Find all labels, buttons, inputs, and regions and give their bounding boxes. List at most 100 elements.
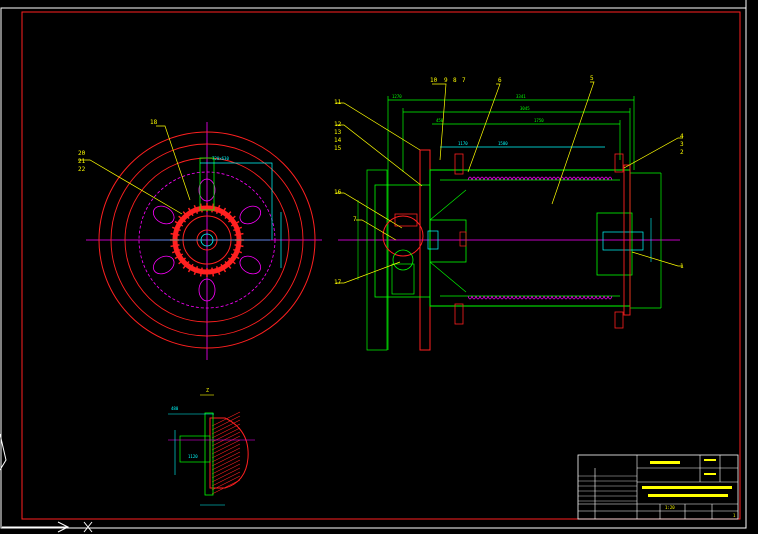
rope-groove xyxy=(559,295,565,300)
callout-13: 13 xyxy=(334,129,342,136)
leader-7b xyxy=(356,219,397,241)
rope-groove xyxy=(479,295,485,300)
end-view-dim-frame xyxy=(200,162,273,240)
leader-12-15 xyxy=(336,124,423,187)
rope-groove xyxy=(527,295,533,300)
rope-groove xyxy=(515,295,521,300)
rope-groove xyxy=(479,176,485,181)
hatch-line xyxy=(211,431,241,447)
callout-4: 4 xyxy=(680,133,684,140)
leader-10-7 xyxy=(432,83,447,161)
tb-cell-bar-2 xyxy=(704,473,716,475)
callout-21: 21 xyxy=(78,158,86,165)
section-view: 1270 3341 3045 1750 450 1580 1170 xyxy=(334,75,684,351)
tb-company-bar xyxy=(650,461,680,464)
callout-10: 10 xyxy=(430,77,438,84)
ucs-icon xyxy=(0,433,93,533)
rope-groove xyxy=(507,295,513,300)
callout-11: 11 xyxy=(334,99,342,106)
callout-22: 22 xyxy=(78,166,86,173)
inner-hub xyxy=(429,219,467,263)
detail-hatch-profile xyxy=(209,417,249,489)
callout-2: 2 xyxy=(680,149,684,156)
rope-groove xyxy=(575,295,581,300)
callout-9: 9 xyxy=(444,77,448,84)
sheet-border xyxy=(0,7,747,529)
hatch-line xyxy=(211,463,241,479)
rope-groove xyxy=(591,176,597,181)
shaft-stub-2 xyxy=(459,231,467,247)
end-view-keyway xyxy=(199,157,215,211)
rope-groove xyxy=(471,176,477,181)
hatch-line xyxy=(211,423,241,439)
hatch-line xyxy=(211,467,241,483)
inner-hub-diag-1 xyxy=(429,189,467,221)
rope-groove xyxy=(519,176,525,181)
left-outer-block xyxy=(366,169,388,351)
callout-7b: 7 xyxy=(353,216,357,223)
dim-top1-label: 1270 xyxy=(392,94,402,99)
rope-groove xyxy=(535,295,541,300)
rope-groove xyxy=(607,295,613,300)
ucs-mark-1 xyxy=(83,521,93,533)
right-flange xyxy=(623,164,631,316)
detail-dim-b: 1120 xyxy=(188,454,198,459)
inner-hub-diag-2 xyxy=(429,261,467,293)
rope-groove xyxy=(555,176,561,181)
callout-14: 14 xyxy=(334,137,342,144)
rope-groove xyxy=(567,295,573,300)
rope-groove xyxy=(483,295,489,300)
rope-groove xyxy=(527,176,533,181)
title-block: 1:20 1 xyxy=(577,454,739,520)
bolt-top-right xyxy=(614,153,624,173)
bolt-hole xyxy=(239,205,262,225)
callout-6: 6 xyxy=(498,77,502,84)
bolt-bottom-right xyxy=(614,311,624,329)
detail-inner xyxy=(179,435,211,463)
rope-groove xyxy=(603,295,609,300)
rope-groove xyxy=(539,295,545,300)
rope-groove xyxy=(599,176,605,181)
rope-groove xyxy=(547,176,553,181)
rope-groove xyxy=(487,295,493,300)
end-view: 720x630 18 20 21 22 xyxy=(78,119,322,360)
detail-flange xyxy=(204,412,214,496)
ucs-mark-2 xyxy=(0,433,7,471)
rope-groove xyxy=(487,176,493,181)
callout-12: 12 xyxy=(334,121,342,128)
callout-3: 3 xyxy=(680,141,684,148)
rope-grooves-bottom xyxy=(467,295,613,300)
callout-15: 15 xyxy=(334,145,342,152)
rope-groove xyxy=(467,176,473,181)
rope-groove xyxy=(495,295,501,300)
leader-20-22 xyxy=(78,159,183,215)
dim-top3-label: 3045 xyxy=(520,106,530,111)
rope-groove xyxy=(563,176,569,181)
rope-groove xyxy=(535,176,541,181)
hatch-line xyxy=(211,447,241,463)
rope-groove xyxy=(483,176,489,181)
callout-1: 1 xyxy=(680,263,684,270)
rope-groove xyxy=(491,295,497,300)
detail-dim-a: 480 xyxy=(171,406,179,411)
hatch-line xyxy=(211,439,241,455)
rope-groove xyxy=(503,295,509,300)
rope-groove xyxy=(599,295,605,300)
end-view-outer-circle xyxy=(98,131,316,349)
end-view-circle-2 xyxy=(110,143,304,337)
callout-16: 16 xyxy=(334,189,342,196)
rope-groove xyxy=(603,176,609,181)
title-block-frame xyxy=(577,454,739,520)
shaft-block xyxy=(391,263,415,295)
rope-groove xyxy=(579,176,585,181)
rope-groove xyxy=(547,295,553,300)
rope-groove xyxy=(571,295,577,300)
rope-groove xyxy=(499,295,505,300)
tb-title-text-bar xyxy=(642,486,732,489)
leader-1-4 xyxy=(623,137,683,169)
rope-groove xyxy=(475,295,481,300)
end-view-dim-label: 720x630 xyxy=(212,156,229,161)
hatch-line xyxy=(211,471,241,487)
rope-groove xyxy=(471,295,477,300)
